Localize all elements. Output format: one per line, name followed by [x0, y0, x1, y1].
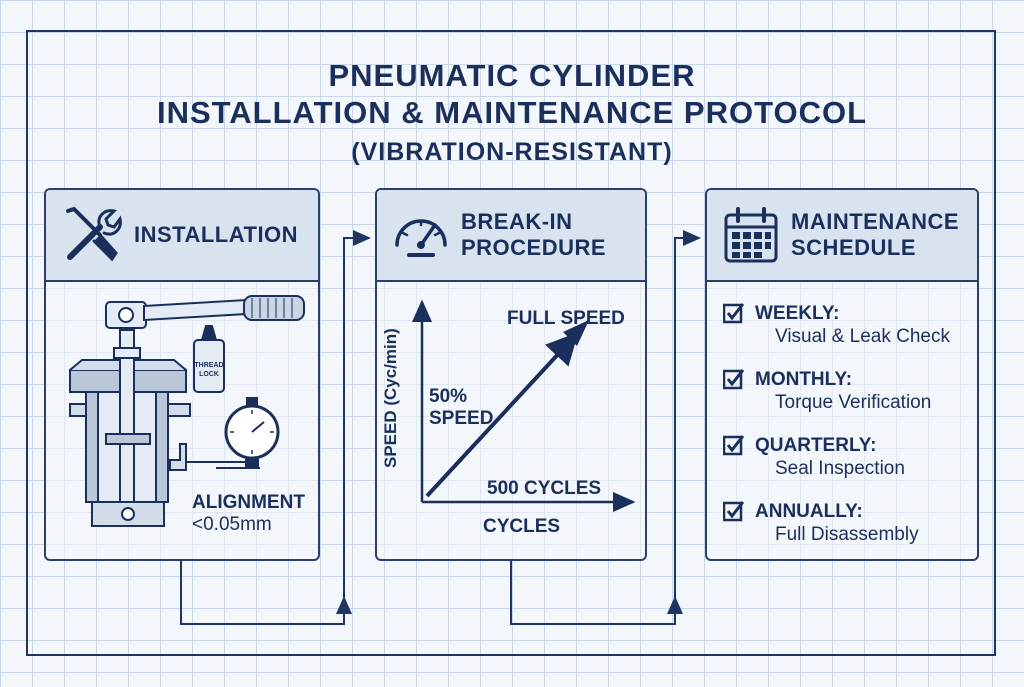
schedule-item-monthly: MONTHLY:Torque Verification [723, 368, 931, 414]
connector-breakin-to-maint [510, 230, 701, 625]
bottle-label-2: LOCK [199, 371, 219, 378]
full-speed-label: FULL SPEED [507, 308, 625, 329]
torque-wrench-grip [243, 295, 305, 321]
half-speed-label-1: 50% [429, 386, 468, 407]
installation-panel: INSTALLATION [44, 188, 320, 561]
wrench-screwdriver-icon [60, 203, 124, 267]
x-axis-label: CYCLES [483, 516, 561, 537]
subtitle: (VIBRATION-RESISTANT) [351, 138, 673, 166]
schedule-monthly-label: MONTHLY: [755, 369, 853, 390]
checkbox-checked-icon [723, 435, 745, 456]
maintenance-header: MAINTENANCE SCHEDULE [707, 190, 977, 282]
title-line-2: INSTALLATION & MAINTENANCE PROTOCOL [156, 95, 868, 130]
break-in-title-line-1: BREAK-IN [461, 209, 573, 234]
outer-frame [26, 30, 996, 656]
checkbox-checked-icon [723, 501, 745, 522]
schedule-item-annually: ANNUALLY:Full Disassembly [723, 500, 919, 546]
maintenance-panel: MAINTENANCE SCHEDULE WEEKLY:Visual & Lea… [705, 188, 979, 561]
checkbox-checked-icon [723, 303, 745, 324]
maintenance-title: MAINTENANCE SCHEDULE [791, 209, 959, 261]
schedule-annually-label: ANNUALLY: [755, 501, 863, 522]
schedule-weekly-task: Visual & Leak Check [775, 326, 950, 347]
half-speed-label-2: SPEED [429, 408, 494, 429]
break-in-panel: BREAK-IN PROCEDURE FULL SPEED 50% SPEED … [375, 188, 647, 561]
schedule-annually-task: Full Disassembly [775, 524, 919, 545]
schedule-item-quarterly: QUARTERLY:Seal Inspection [723, 434, 905, 480]
schedule-quarterly-task: Seal Inspection [775, 458, 905, 479]
break-in-title: BREAK-IN PROCEDURE [461, 209, 606, 261]
calendar-icon [721, 205, 781, 265]
speed-ramp-arrowhead [563, 320, 589, 346]
break-in-title-line-2: PROCEDURE [461, 235, 607, 260]
checkbox-checked-icon [723, 369, 745, 390]
alignment-label: ALIGNMENT [192, 492, 305, 513]
maintenance-title-line-2: SCHEDULE [791, 235, 917, 260]
installation-header: INSTALLATION [46, 190, 318, 282]
bottle-label-1: THREAD [194, 362, 223, 369]
cycles-500-label: 500 CYCLES [487, 478, 602, 499]
title-line-1: PNEUMATIC CYLINDER [328, 58, 696, 93]
installation-title: INSTALLATION [134, 222, 299, 247]
cylinder-base [91, 501, 165, 527]
alignment-value: <0.05mm [192, 514, 272, 535]
schedule-item-weekly: WEEKLY:Visual & Leak Check [723, 302, 950, 348]
schedule-quarterly-label: QUARTERLY: [755, 435, 877, 456]
speedometer-icon [391, 205, 451, 265]
speed-ramp-line [425, 332, 579, 498]
speed-ramp-graph [412, 299, 636, 512]
maintenance-title-line-1: MAINTENANCE [791, 209, 960, 234]
schedule-weekly-label: WEEKLY: [755, 303, 840, 324]
cylinder-torque-illustration: THREAD LOCK [69, 295, 305, 527]
break-in-header: BREAK-IN PROCEDURE [377, 190, 645, 282]
torque-wrench-arm [143, 298, 247, 322]
connector-install-to-breakin [180, 230, 371, 625]
y-axis-label: SPEED (Cyc/min) [381, 328, 400, 468]
schedule-monthly-task: Torque Verification [775, 392, 932, 413]
thread-lock-bottle [193, 339, 225, 393]
